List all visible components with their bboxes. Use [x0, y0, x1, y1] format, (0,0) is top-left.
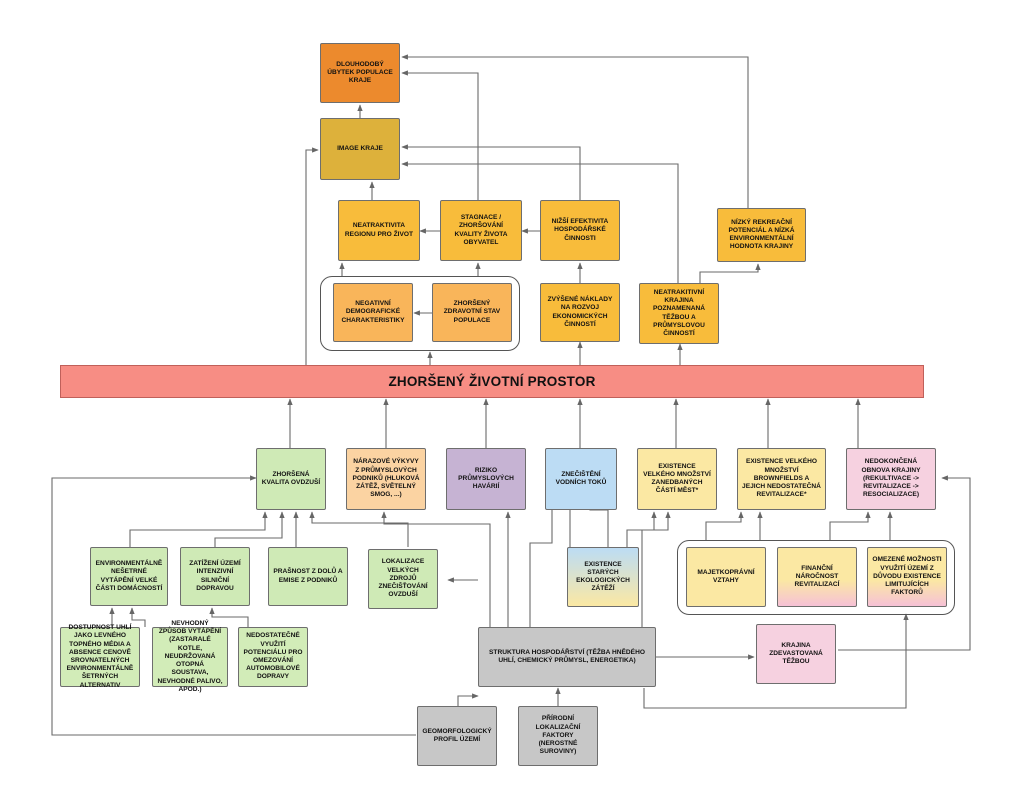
node-industrial-emissions: NÁRAZOVÉ VÝKYVY Z PRŮMYSLOVÝCH PODNIKŮ (… [346, 448, 426, 510]
node-water-pollution: ZNEČIŠTĚNÍ VODNÍCH TOKŮ [545, 448, 617, 510]
node-health: ZHORŠENÝ ZDRAVOTNÍ STAV POPULACE [432, 283, 512, 342]
group-demography [320, 276, 520, 351]
arrow-traffic-to-air [214, 511, 285, 547]
arrow-stagnation-to-decline [401, 70, 479, 200]
node-low-recreation: NÍZKÝ REKREAČNÍ POTENCIÁL A NÍZKÁ ENVIRO… [717, 208, 806, 262]
node-accident-risk: RIZIKO PRŮMYSLOVÝCH HAVÁRIÍ [446, 448, 526, 510]
node-geomorphology: GEOMORFOLOGICKÝ PROFIL ÚZEMÍ [417, 706, 497, 766]
node-mine-dust: PRAŠNOST Z DOLŮ A EMISE Z PODNIKŮ [268, 547, 348, 606]
node-unattractive-landscape: NEATRAKITIVNÍ KRAJINA POZNAMENANÁ TĚŽBOU… [639, 283, 719, 344]
arrow-geomorph-to-air [51, 475, 416, 736]
node-limited-use: OMEZENÉ MOŽNOSTI VYUŽITÍ ÚZEMÍ Z DŮVODU … [867, 547, 947, 607]
node-pollution-sources: LOKALIZACE VELKÝCH ZDROJŮ ZNEČIŠŤOVÁNÍ O… [368, 549, 438, 609]
node-coal-availability: DOSTUPNOST UHLÍ JAKO LEVNÉHO TOPNÉHO MÉD… [60, 624, 140, 689]
node-unattractive-region: NEATRAKTIVITA REGIONU PRO ŽIVOT [338, 200, 420, 261]
node-financial-demands: FINANČNÍ NÁROČNOST REVITALIZACÍ [777, 547, 857, 607]
node-car-transport: NEDOSTATEČNÉ VYUŽITÍ POTENCIÁLU PRO OMEZ… [238, 627, 308, 687]
group-revitalization-barriers [677, 540, 955, 615]
node-old-ecological-burdens: EXISTENCE STARÝCH EKOLOGICKÝCH ZÁTĚŽÍ [567, 547, 639, 607]
arrow-transport-to-traffic [209, 607, 249, 627]
node-road-traffic: ZATÍŽENÍ ÚZEMÍ INTENZIVNÍ SILNIČNÍ DOPRA… [180, 547, 250, 606]
node-costs: ZVÝŠENÉ NÁKLADY NA ROZVOJ EKONOMICKÝCH Č… [540, 283, 620, 342]
node-image: IMAGE KRAJE [320, 118, 400, 180]
node-natural-factors: PŘÍRODNÍ LOKALIZAČNÍ FAKTORY (NEROSTNÉ S… [518, 706, 598, 766]
arrow-structure-to-water [529, 488, 555, 627]
arrow-mining-to-renewal [838, 475, 971, 651]
node-population-decline: DLOUHODOBÝ ÚBYTEK POPULACE KRAJE [320, 43, 400, 103]
arrow-landscape-to-recreation [699, 263, 761, 283]
arrow-banner-to-image [305, 147, 319, 365]
arrow-structure-to-emissions [381, 511, 491, 627]
node-landscape-renewal: NEDOKONČENÁ OBNOVA KRAJINY (REKULTIVACE … [846, 448, 936, 510]
arrow-localization-to-air [309, 511, 409, 547]
arrow-landscape-to-image [401, 161, 679, 283]
node-negative-demography: NEGATIVNÍ DEMOGRAFICKÉ CHARAKTERISTIKY [333, 283, 413, 342]
node-stagnation: STAGNACE / ZHORŠOVÁNÍ KVALITY ŽIVOTA OBY… [440, 200, 522, 261]
node-neglected-areas: EXISTENCE VELKÉHO MNOŽSTVÍ ZANEDBANÝCH Č… [637, 448, 717, 510]
node-economic-structure: STRUKTURA HOSPODÁŘSTVÍ (TĚŽBA HNĚDÉHO UH… [478, 627, 656, 687]
arrow-structure-to-neglected [641, 511, 657, 627]
arrow-efficiency-to-image [401, 144, 581, 200]
arrow-recreation-to-decline [401, 54, 749, 208]
arrow-group-to-renewal [829, 511, 871, 540]
node-lower-efficiency: NIŽŠÍ EFEKTIVITA HOSPODÁŘSKÉ ČINNOSTI [540, 200, 620, 261]
arrow-envheating-to-air [129, 511, 268, 547]
node-heating-method: NEVHODNÝ ZPŮSOB VYTÁPĚNÍ (ZASTARALÉ KOTL… [152, 620, 228, 693]
central-banner: ZHORŠENÝ ŽIVOTNÍ PROSTOR [60, 365, 924, 398]
arrow-geomorph-to-structure [457, 693, 479, 706]
arrow-heating-to-envheating [129, 607, 146, 627]
node-brownfields: EXISTENCE VELKÉHO MNOŽSTVÍ BROWNFIELDS A… [737, 448, 826, 510]
node-environment-heating: ENVIRONMENTÁLNĚ NEŠETRNÉ VYTÁPĚNÍ VELKÉ … [90, 547, 168, 606]
node-air-quality: ZHORŠENÁ KVALITA OVDZUŠÍ [256, 448, 326, 510]
node-mining-devastation: KRAJINA ZDEVASTOVANÁ TĚŽBOU [756, 624, 836, 684]
arrow-structure-to-limited [643, 613, 909, 709]
node-ownership: MAJETKOPRÁVNÍ VZTAHY [686, 547, 766, 607]
arrow-group-to-brownfields [705, 511, 744, 540]
